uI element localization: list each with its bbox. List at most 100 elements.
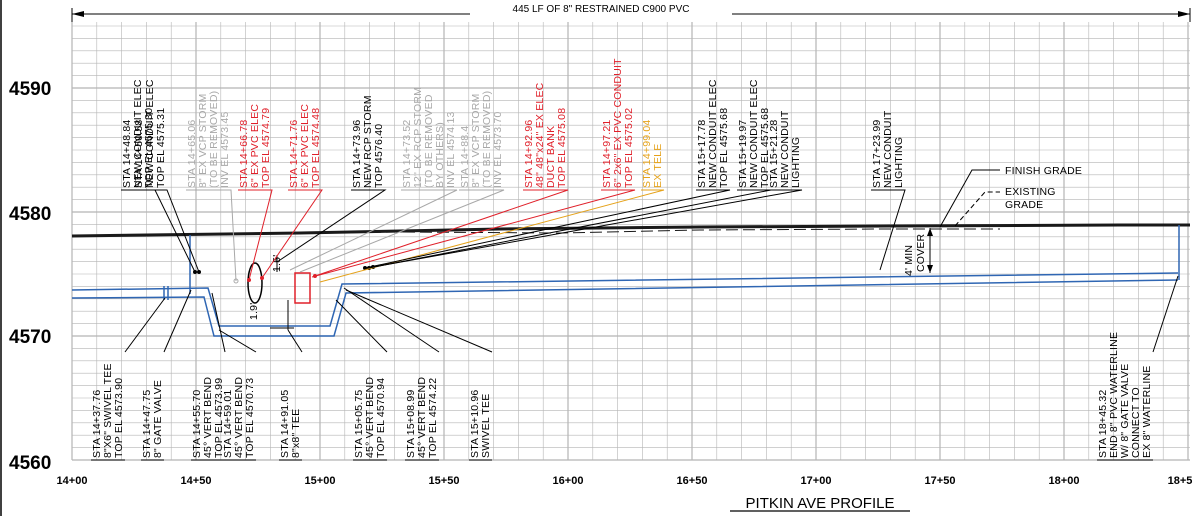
upper-callout-line: STA 14+92.96	[523, 120, 535, 188]
upper-callout-line: DUCT BANK	[545, 126, 557, 188]
upper-callout-line: TOP EL 4575.30	[143, 108, 155, 188]
upper-callout-line: TOP EL 4574.48	[310, 108, 322, 188]
upper-callout-line: (TO BE REMOVED	[423, 94, 435, 188]
upper-callout-line: NEW CONDUIT ELEC	[144, 79, 156, 188]
upper-callout-leader	[299, 189, 505, 273]
upper-callout-line: 8" EX VCP STORM	[197, 94, 209, 188]
utility-crossings	[193, 255, 375, 330]
lower-callout-line: STA 15+10.96	[469, 390, 481, 458]
lower-callout-line: STA 14+59.01	[222, 390, 234, 458]
dim-label-19: 1.9'	[248, 303, 260, 320]
upper-callout-leader	[319, 189, 665, 283]
station-label-1400: 14+00	[57, 475, 88, 487]
profile-title: PITKIN AVE PROFILE	[730, 495, 910, 512]
upper-callout-line: NEW CONDUIT ELEC	[132, 79, 144, 188]
lower-callout-line: 45° VERT BEND	[233, 377, 245, 458]
upper-callout-line: STA 15+21.28	[768, 120, 780, 188]
lower-callout-line: CONNECT TO	[1130, 387, 1142, 458]
lower-callout-line: 45° VERT BEND	[416, 377, 428, 458]
upper-callout-line: NEW CONDUIT ELEC	[707, 79, 719, 188]
upper-callout-line: INV EL 4573.70	[492, 111, 504, 188]
elevation-axis: 4590 4580 4570 4560	[9, 79, 51, 474]
elevation-label-4560: 4560	[9, 453, 51, 474]
cover-label-line2: COVER	[915, 233, 927, 272]
upper-callout-line: 6" EX PVC ELEC	[249, 104, 261, 188]
lower-callout-line: STA 15+08.99	[405, 390, 417, 458]
existing-grade-line	[249, 228, 1000, 235]
upper-callout-line: 8" EX VCP STORM	[470, 94, 482, 188]
grade-labels: FINISH GRADE EXISTING GRADE	[939, 165, 1082, 228]
lower-callout-line: 8"X6" SWIVEL TEE	[102, 363, 114, 458]
elevation-label-4590: 4590	[9, 79, 51, 100]
upper-callout-line: INV EL 4573.45	[219, 111, 231, 188]
upper-callout-line: STA 14+97.21	[601, 120, 613, 188]
upper-callout-leader	[121, 189, 196, 273]
lower-callout-line: STA 14+91.05	[279, 390, 291, 458]
upper-callout-line: 12" EX RCP STORM	[412, 87, 424, 188]
lower-callout-line: 8" GATE VALVE	[152, 380, 164, 458]
lower-callout-leader	[1097, 275, 1179, 461]
lower-callout-leader	[343, 287, 440, 461]
upper-callout-line: (TO BE REMOVED)	[481, 91, 493, 188]
station-label-1700: 17+00	[801, 475, 832, 487]
lower-callout-leader	[335, 299, 388, 461]
upper-callout-leader	[871, 189, 906, 271]
upper-callout-line: LIGHTING	[893, 137, 905, 188]
upper-callout-line: TOP EL 4575.08	[556, 108, 568, 188]
station-label-1750: 17+50	[925, 475, 956, 487]
cover-dimension: 4' MIN COVER	[903, 228, 933, 276]
upper-callout-leader	[186, 189, 237, 282]
upper-callout-leader	[364, 189, 731, 269]
upper-callout-leader	[289, 189, 458, 271]
station-label-1550: 15+50	[429, 475, 460, 487]
upper-callout-line: (TO BE REMOVED)	[208, 91, 220, 188]
upper-callout-line: TOP EL 4575.02	[623, 108, 635, 188]
waterline-pipe	[71, 225, 1180, 337]
upper-callout-line: BY OTHERS)	[434, 122, 446, 188]
upper-callout-line: STA 14+66.78	[238, 120, 250, 188]
upper-callout-leader	[372, 189, 803, 268]
upper-callout-line: STA 14+65.06	[186, 120, 198, 188]
upper-callout-line: NEW CONDUIT	[882, 110, 894, 188]
upper-callout-line: NEW RCP STORM	[362, 95, 374, 188]
upper-callout-line: STA 14+73.96	[351, 120, 363, 188]
upper-callout-line: STA 14+48.84	[121, 120, 133, 188]
station-axis: 14+00 14+50 15+00 15+50 16+00 16+50 17+0…	[57, 475, 1193, 487]
upper-callout-line: NEW CONDUIT	[779, 110, 791, 188]
upper-callout-line: TOP EL 4574.79	[260, 108, 272, 188]
finish-grade-line	[71, 223, 1190, 238]
lower-callout-line: 45° VERT BEND	[364, 377, 376, 458]
upper-callout-line: TOP EL 4575.31	[155, 108, 167, 188]
lower-callout-line: EX 8" WATERLINE	[1141, 366, 1153, 459]
lower-callout-leader	[91, 297, 166, 461]
upper-callout-line: EX TELE	[652, 144, 664, 188]
upper-callout-leader	[314, 189, 569, 277]
lower-callout-leader	[141, 289, 192, 461]
lower-callout-line: TOP EL 4574.22	[427, 378, 439, 458]
dim-label-15: 1.5'	[271, 255, 283, 272]
upper-callout-line: STA 14+71.76	[288, 120, 300, 188]
lower-callout-line: TOP EL 4573.99	[213, 378, 225, 458]
upper-callout-line: TOP EL 4575.68	[718, 108, 730, 188]
station-label-1650: 16+50	[677, 475, 708, 487]
lower-callout-line: STA 14+47.75	[141, 390, 153, 458]
elevation-label-4570: 4570	[9, 327, 51, 348]
lower-callout-line: SWIVEL TEE	[480, 394, 492, 458]
